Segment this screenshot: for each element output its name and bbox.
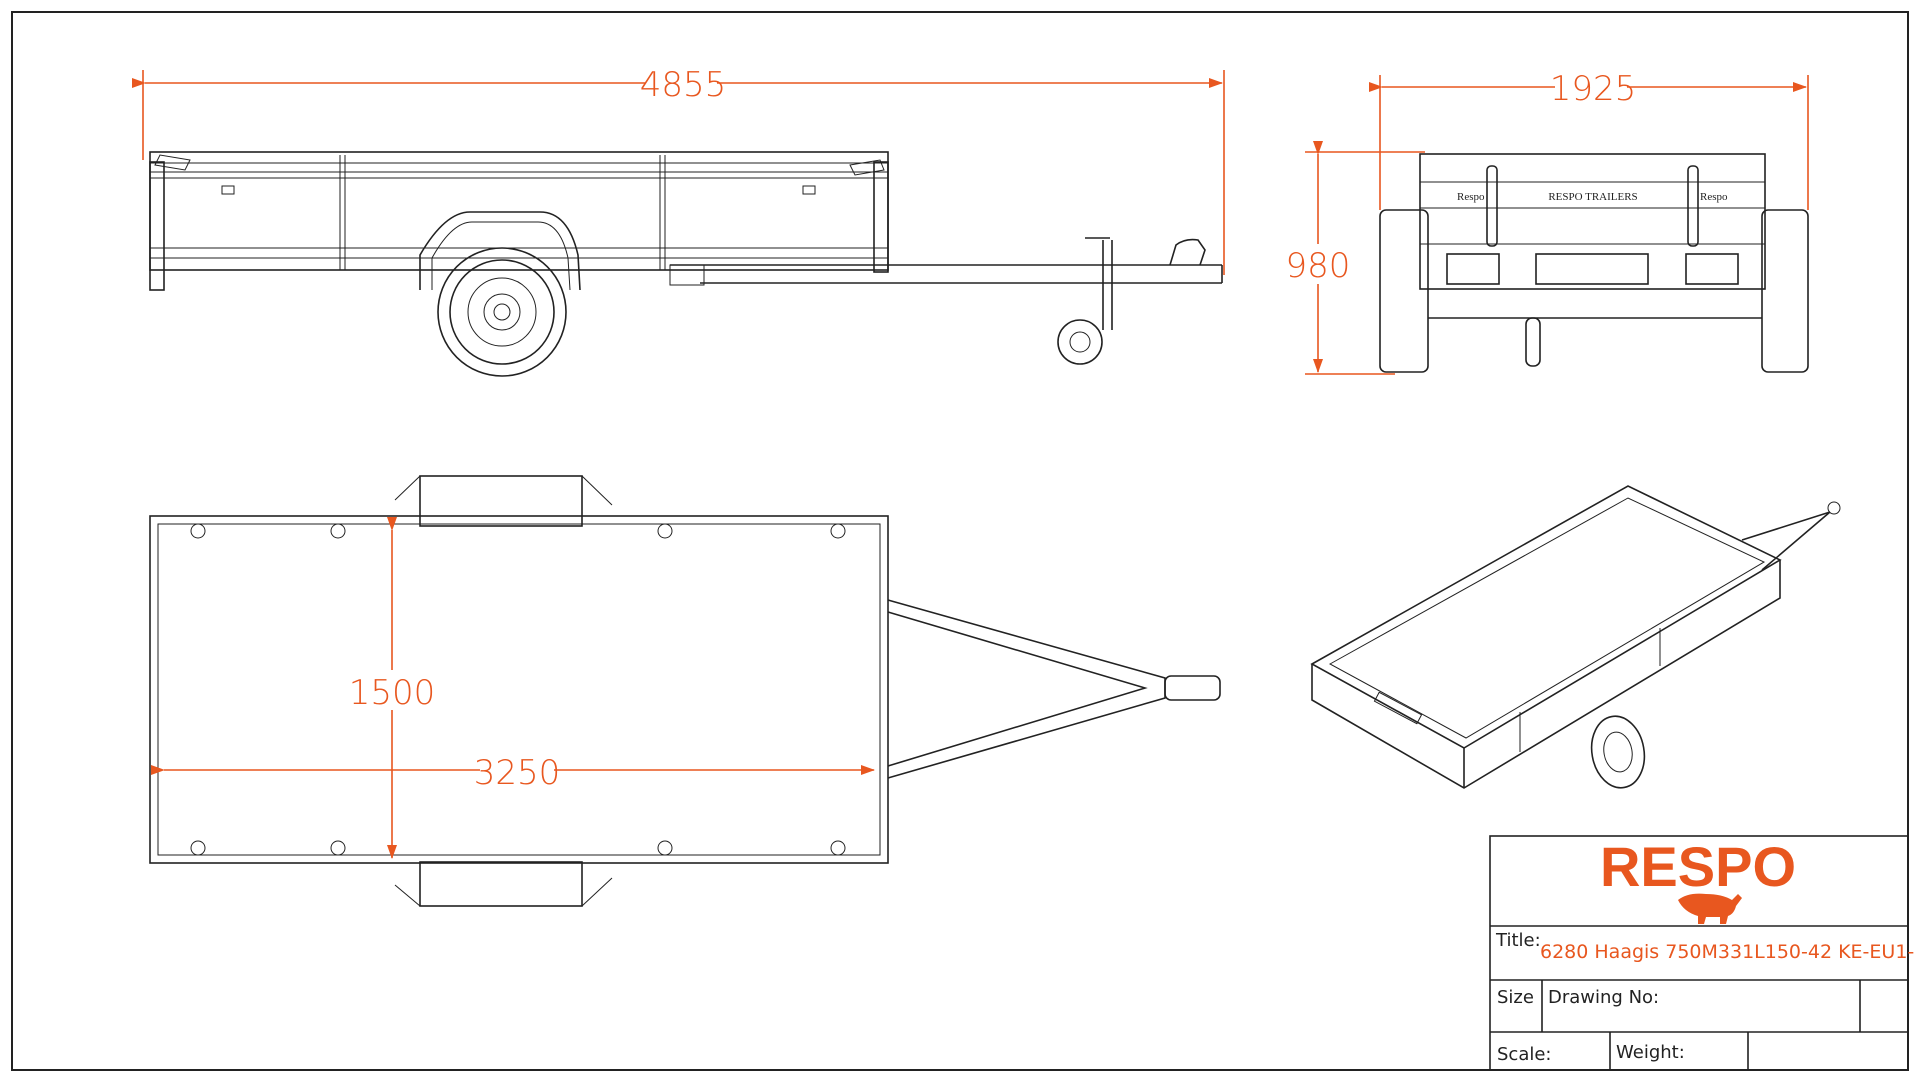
side-plate-center: RESPO TRAILERS — [1548, 191, 1637, 203]
dim-body-length: 3250 — [474, 753, 561, 793]
license-plate — [1535, 253, 1649, 285]
isometric-view — [1310, 485, 1841, 789]
size-label: Size — [1497, 987, 1534, 1008]
dim-overall-length: 4855 — [640, 65, 727, 105]
dim-overall-height: 980 — [1286, 246, 1351, 286]
dim-body-width: 1500 — [349, 673, 436, 713]
drawing-no-label: Drawing No: — [1548, 987, 1659, 1008]
rear-view: 1925 980 Respo RESPO TRAILERS Respo — [1286, 68, 1809, 375]
brand-logo: RESPO — [1600, 835, 1796, 898]
sheet-border — [11, 11, 1909, 1071]
top-view: 1500 3250 — [149, 475, 1221, 907]
bull-icon — [1678, 893, 1742, 924]
title-block: RESPO Title: 6280 Haagis 750M331L150-42 … — [1489, 835, 1914, 1071]
scale-label: Scale: — [1497, 1044, 1552, 1065]
side-plate-left: Respo — [1457, 191, 1485, 203]
dim-overall-width: 1925 — [1550, 69, 1637, 109]
weight-label: Weight: — [1616, 1042, 1685, 1063]
side-plate-right: Respo — [1700, 191, 1728, 203]
title-label: Title: — [1495, 930, 1541, 951]
title-value: 6280 Haagis 750M331L150-42 KE-EU1- — [1540, 941, 1914, 963]
side-view: 4855 — [132, 65, 1225, 377]
